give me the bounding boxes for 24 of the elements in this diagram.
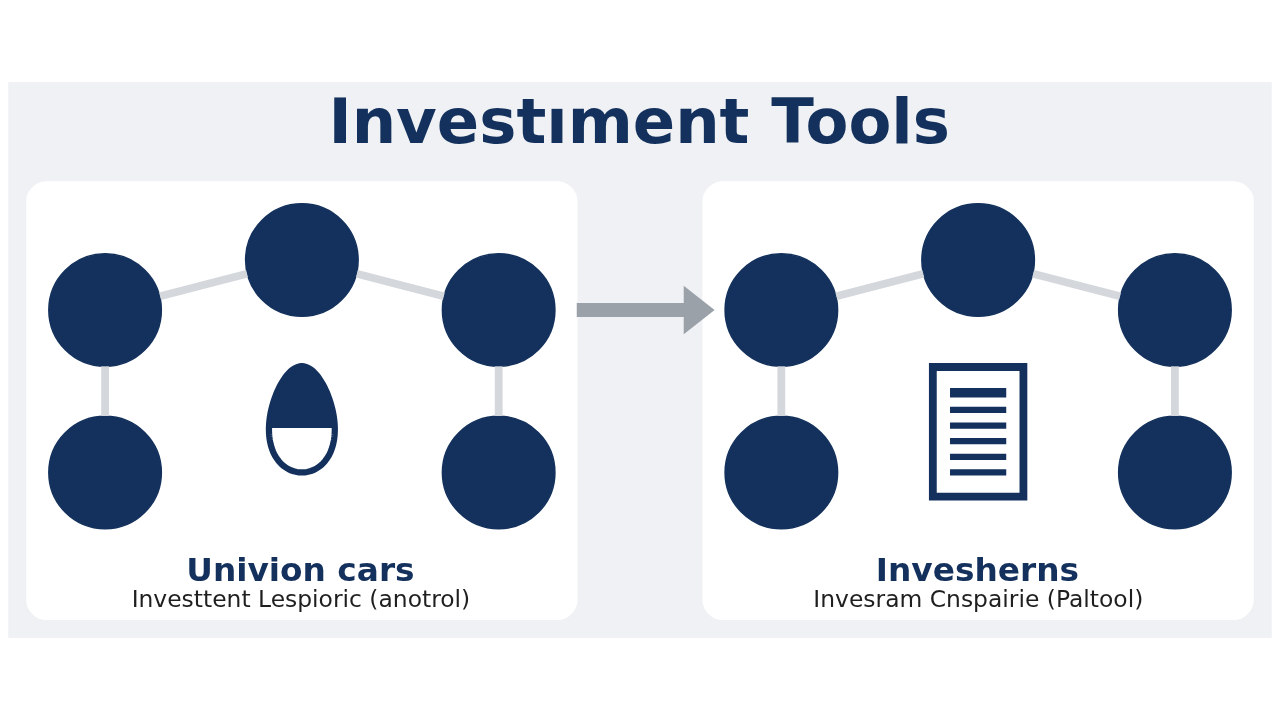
node-circle bbox=[1117, 253, 1232, 368]
node-circle bbox=[921, 203, 1036, 318]
node-circle bbox=[724, 253, 839, 368]
node-circle bbox=[244, 203, 359, 318]
connector bbox=[835, 270, 925, 300]
node-circle bbox=[1117, 415, 1232, 530]
node-circle bbox=[441, 415, 556, 530]
cluster: Univion cars Investtent Lespioric (anotrol) bbox=[26, 181, 578, 621]
node-circle bbox=[441, 253, 556, 368]
connector bbox=[355, 270, 445, 301]
node-picture bbox=[928, 363, 1028, 501]
cluster: Invesherns Invesram Cnspairie (Paltool) bbox=[702, 181, 1254, 621]
node-circle bbox=[48, 415, 163, 530]
node-circle bbox=[724, 415, 839, 530]
node-picture bbox=[265, 363, 338, 476]
connector bbox=[777, 366, 786, 416]
connector bbox=[1171, 366, 1179, 416]
connector bbox=[101, 366, 109, 416]
connector bbox=[159, 270, 249, 300]
diagram-title: Investıment Tools bbox=[328, 84, 950, 158]
node-circle bbox=[48, 253, 163, 368]
connector bbox=[494, 366, 503, 416]
connector bbox=[1032, 270, 1122, 301]
arrow bbox=[576, 285, 715, 335]
